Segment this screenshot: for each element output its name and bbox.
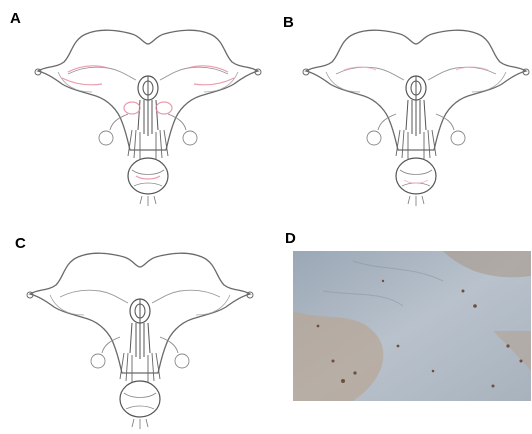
micrograph-photo: [293, 251, 531, 401]
panel-label-d: D: [285, 230, 296, 247]
brain-diagram-c: [20, 249, 260, 434]
panel-label-b: B: [283, 14, 294, 31]
panel-label-a: A: [10, 10, 21, 27]
brain-diagram-a: [28, 26, 268, 211]
brain-diagram-b: [296, 26, 532, 211]
